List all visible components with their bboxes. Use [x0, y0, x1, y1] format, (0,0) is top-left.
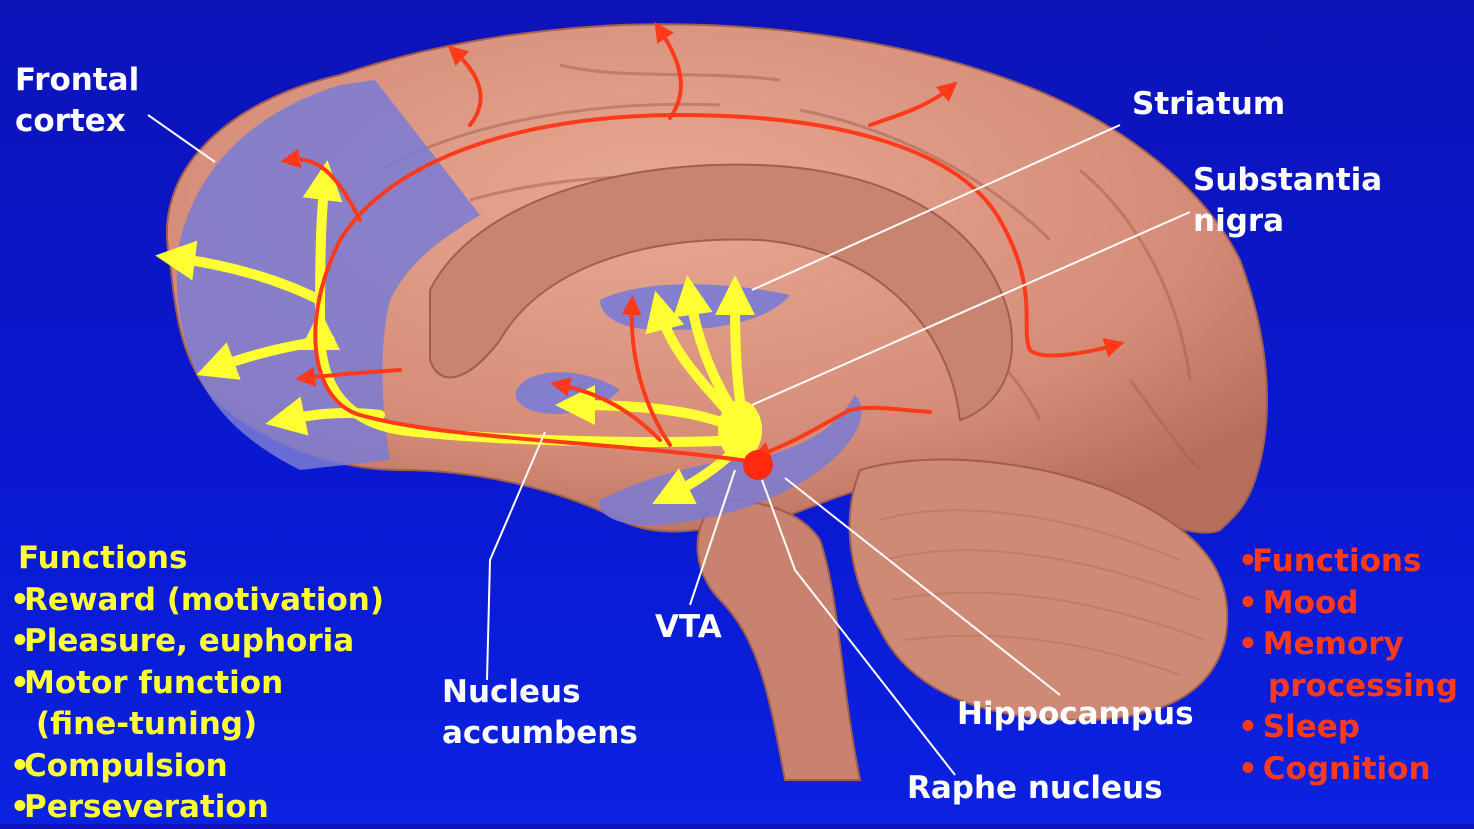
nucleus-accumbens-label: Nucleus accumbens — [442, 672, 638, 754]
serotonin-functions-list: •Functions • Mood • Memory processing • … — [1238, 541, 1458, 790]
substantia-nigra-label: Substantia nigra — [1193, 160, 1382, 242]
frontal-cortex-line-2: cortex — [15, 101, 139, 142]
striatum-label: Striatum — [1132, 84, 1285, 125]
nucleus-accumbens-line-2: accumbens — [442, 713, 638, 754]
vta-label: VTA — [655, 607, 722, 648]
list-item: • Sleep — [1238, 707, 1458, 749]
dopamine-functions-list: Functions •Reward (motivation) •Pleasure… — [10, 538, 384, 829]
raphe-nucleus-label: Raphe nucleus — [907, 768, 1163, 809]
list-item: •Reward (motivation) — [10, 580, 384, 622]
list-item: • Cognition — [1238, 749, 1458, 791]
raphe-nucleus-dot — [743, 450, 773, 480]
list-item: •Motor function — [10, 663, 384, 705]
nucleus-accumbens-line-1: Nucleus — [442, 672, 638, 713]
list-item: processing — [1238, 666, 1458, 708]
dopamine-functions-heading: Functions — [10, 538, 384, 580]
substantia-nigra-line-1: Substantia — [1193, 160, 1382, 201]
list-item: • Memory — [1238, 624, 1458, 666]
serotonin-functions-heading: •Functions — [1238, 541, 1458, 583]
list-item: • Mood — [1238, 583, 1458, 625]
substantia-nigra-line-2: nigra — [1193, 201, 1382, 242]
hippocampus-label: Hippocampus — [957, 694, 1194, 735]
list-item: •Compulsion — [10, 746, 384, 788]
brainstem — [698, 500, 861, 780]
list-item: (fine-tuning) — [10, 704, 384, 746]
list-item: •Pleasure, euphoria — [10, 621, 384, 663]
list-item: •Perseveration — [10, 787, 384, 829]
frontal-cortex-label: Frontal cortex — [15, 60, 139, 142]
frontal-cortex-line-1: Frontal — [15, 60, 139, 101]
